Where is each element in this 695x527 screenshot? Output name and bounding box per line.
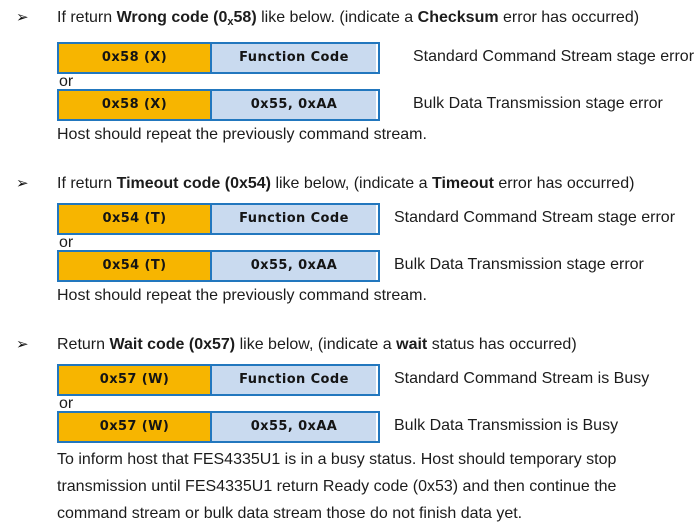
- return-code-cell: 0x54 (T): [59, 252, 212, 280]
- row-caption: Bulk Data Transmission is Busy: [394, 417, 619, 434]
- row-caption: Bulk Data Transmission stage error: [413, 95, 663, 112]
- row-caption: Standard Command Stream is Busy: [394, 370, 650, 387]
- code-table: 0x57 (W) 0x55, 0xAA: [57, 411, 380, 443]
- param-cell: Function Code: [212, 44, 376, 72]
- subscript-x: x: [227, 16, 234, 28]
- section-note: To inform host that FES4335U1 is in a bu…: [57, 451, 617, 522]
- section-wrong-code: ➢ If return Wrong code (0x58) like below…: [0, 7, 695, 145]
- code-table: 0x58 (X) Function Code: [57, 42, 380, 74]
- code-table: 0x58 (X) 0x55, 0xAA: [57, 89, 380, 121]
- text-segment: error has occurred): [493, 175, 635, 192]
- code-row: 0x54 (T) 0x55, 0xAA Bulk Data Transmissi…: [57, 250, 695, 282]
- text-segment-bold: Wrong code (0: [116, 9, 228, 26]
- code-row: 0x57 (W) Function Code Standard Command …: [57, 364, 695, 396]
- code-row: 0x54 (T) Function Code Standard Command …: [57, 203, 695, 235]
- section-heading: Return Wait code (0x57) like below, (ind…: [57, 334, 695, 355]
- code-table: 0x54 (T) Function Code: [57, 203, 380, 235]
- section-heading: If return Timeout code (0x54) like below…: [57, 173, 695, 194]
- return-code-cell: 0x57 (W): [59, 366, 212, 394]
- row-caption: Bulk Data Transmission stage error: [394, 256, 644, 273]
- code-row: 0x58 (X) 0x55, 0xAA Bulk Data Transmissi…: [57, 89, 695, 121]
- param-cell: 0x55, 0xAA: [212, 413, 376, 441]
- text-segment-bold: Wait code (0x57): [109, 336, 236, 353]
- arrow-bullet-icon: ➢: [16, 336, 29, 353]
- param-cell: Function Code: [212, 205, 376, 233]
- section-note: Host should repeat the previously comman…: [57, 126, 427, 143]
- param-cell: 0x55, 0xAA: [212, 91, 376, 119]
- text-segment-bold: Timeout: [431, 175, 494, 192]
- text-segment: Return: [57, 336, 110, 353]
- text-segment-bold: 58): [233, 9, 257, 26]
- code-table: 0x57 (W) Function Code: [57, 364, 380, 396]
- section-note: Host should repeat the previously comman…: [57, 287, 427, 304]
- text-segment: status has occurred): [427, 336, 577, 353]
- or-label: or: [59, 395, 74, 412]
- section-timeout-code: ➢ If return Timeout code (0x54) like bel…: [0, 173, 695, 306]
- row-caption: Standard Command Stream stage error: [413, 48, 695, 65]
- or-label: or: [59, 73, 74, 90]
- text-segment: error has occurred): [498, 9, 640, 26]
- text-segment-bold: wait: [396, 336, 428, 353]
- text-segment: If return: [57, 9, 117, 26]
- text-segment: like below, (indicate a: [271, 175, 432, 192]
- return-code-cell: 0x58 (X): [59, 44, 212, 72]
- return-code-cell: 0x57 (W): [59, 413, 212, 441]
- code-row: 0x57 (W) 0x55, 0xAA Bulk Data Transmissi…: [57, 411, 695, 443]
- return-code-cell: 0x58 (X): [59, 91, 212, 119]
- param-cell: Function Code: [212, 366, 376, 394]
- return-code-cell: 0x54 (T): [59, 205, 212, 233]
- param-cell: 0x55, 0xAA: [212, 252, 376, 280]
- arrow-bullet-icon: ➢: [16, 9, 29, 26]
- section-wait-code: ➢ Return Wait code (0x57) like below, (i…: [0, 334, 695, 527]
- arrow-bullet-icon: ➢: [16, 175, 29, 192]
- text-segment-bold: Timeout code (0x54): [116, 175, 271, 192]
- or-label: or: [59, 234, 74, 251]
- row-caption: Standard Command Stream stage error: [394, 209, 676, 226]
- text-segment: like below, (indicate a: [235, 336, 397, 353]
- code-table: 0x54 (T) 0x55, 0xAA: [57, 250, 380, 282]
- section-heading: If return Wrong code (0x58) like below. …: [57, 7, 695, 33]
- code-row: 0x58 (X) Function Code Standard Command …: [57, 42, 695, 74]
- text-segment: If return: [57, 175, 117, 192]
- text-segment-bold: Checksum: [417, 9, 499, 26]
- text-segment: like below. (indicate a: [256, 9, 418, 26]
